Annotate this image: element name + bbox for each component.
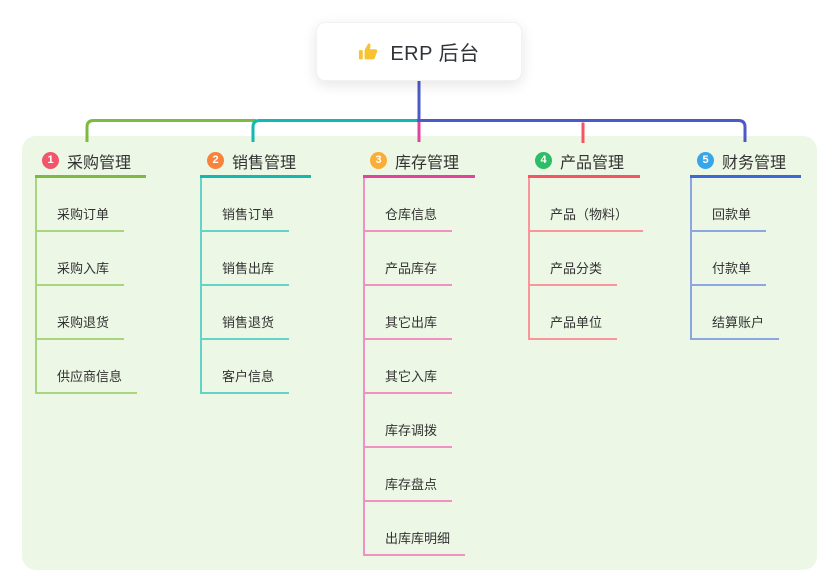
branch-product: 4 产品管理 产品（物料） 产品分类 产品单位	[528, 146, 644, 340]
branch-number-badge: 1	[42, 152, 59, 169]
branch-title: 销售管理	[232, 154, 297, 172]
child-node[interactable]: 采购入库	[35, 232, 146, 286]
child-label: 采购入库	[35, 258, 125, 286]
child-node[interactable]: 产品分类	[528, 232, 640, 286]
child-label: 其它入库	[363, 366, 453, 394]
branch-header[interactable]: 2 销售管理	[200, 146, 311, 178]
branch-connector-line	[200, 178, 202, 394]
branch-children: 仓库信息 产品库存 其它出库 其它入库 库存调拨 库存盘点 出库库明细	[363, 178, 475, 556]
child-node[interactable]: 采购订单	[35, 178, 146, 232]
branch-title: 库存管理	[395, 154, 460, 172]
root-node[interactable]: ERP 后台	[316, 22, 522, 81]
branch-number-badge: 3	[370, 152, 387, 169]
thumbs-up-icon	[359, 42, 378, 59]
child-label: 供应商信息	[35, 366, 138, 394]
child-label: 库存调拨	[363, 420, 453, 448]
branch-header[interactable]: 4 产品管理	[528, 146, 640, 178]
child-node[interactable]: 产品库存	[363, 232, 475, 286]
child-label: 客户信息	[200, 366, 290, 394]
branch-header[interactable]: 3 库存管理	[363, 146, 475, 178]
child-node[interactable]: 库存盘点	[363, 448, 475, 502]
branch-title: 财务管理	[722, 154, 787, 172]
child-node[interactable]: 销售退货	[200, 286, 311, 340]
child-label: 库存盘点	[363, 474, 453, 502]
branch-connector-line	[363, 178, 365, 556]
branch-number-badge: 2	[207, 152, 224, 169]
branch-finance: 5 财务管理 回款单 付款单 结算账户	[690, 146, 801, 340]
child-node[interactable]: 仓库信息	[363, 178, 475, 232]
branch-connector-line	[35, 178, 37, 394]
branch-children: 回款单 付款单 结算账户	[690, 178, 801, 340]
child-node[interactable]: 产品（物料）	[528, 178, 644, 232]
branch-title: 产品管理	[560, 154, 625, 172]
child-node[interactable]: 采购退货	[35, 286, 146, 340]
branch-title: 采购管理	[67, 154, 132, 172]
child-node[interactable]: 出库库明细	[363, 502, 475, 556]
child-label: 回款单	[690, 204, 767, 232]
mindmap-canvas	[22, 136, 817, 570]
branch-sales: 2 销售管理 销售订单 销售出库 销售退货 客户信息	[200, 146, 311, 394]
branch-connector-line	[528, 178, 530, 340]
branch-children: 销售订单 销售出库 销售退货 客户信息	[200, 178, 311, 394]
child-node[interactable]: 付款单	[690, 232, 801, 286]
branch-inventory: 3 库存管理 仓库信息 产品库存 其它出库 其它入库 库存调拨 库存盘点 出库库…	[363, 146, 475, 556]
child-node[interactable]: 库存调拨	[363, 394, 475, 448]
child-node[interactable]: 其它入库	[363, 340, 475, 394]
child-label: 仓库信息	[363, 204, 453, 232]
child-node[interactable]: 供应商信息	[35, 340, 146, 394]
branch-connector-line	[690, 178, 692, 340]
branch-number-badge: 4	[535, 152, 552, 169]
child-label: 出库库明细	[363, 528, 466, 556]
child-node[interactable]: 结算账户	[690, 286, 801, 340]
child-node[interactable]: 产品单位	[528, 286, 640, 340]
child-node[interactable]: 销售出库	[200, 232, 311, 286]
branch-number-badge: 5	[697, 152, 714, 169]
child-label: 采购退货	[35, 312, 125, 340]
branch-children: 采购订单 采购入库 采购退货 供应商信息	[35, 178, 146, 394]
child-label: 产品分类	[528, 258, 618, 286]
child-node[interactable]: 销售订单	[200, 178, 311, 232]
child-label: 结算账户	[690, 312, 780, 340]
child-label: 产品单位	[528, 312, 618, 340]
branch-purchase: 1 采购管理 采购订单 采购入库 采购退货 供应商信息	[35, 146, 146, 394]
branch-children: 产品（物料） 产品分类 产品单位	[528, 178, 644, 340]
child-node[interactable]: 客户信息	[200, 340, 311, 394]
branch-header[interactable]: 5 财务管理	[690, 146, 801, 178]
child-label: 付款单	[690, 258, 767, 286]
child-label: 销售出库	[200, 258, 290, 286]
child-node[interactable]: 其它出库	[363, 286, 475, 340]
branch-header[interactable]: 1 采购管理	[35, 146, 146, 178]
child-node[interactable]: 回款单	[690, 178, 801, 232]
child-label: 其它出库	[363, 312, 453, 340]
child-label: 产品库存	[363, 258, 453, 286]
child-label: 产品（物料）	[528, 204, 644, 232]
child-label: 销售订单	[200, 204, 290, 232]
child-label: 销售退货	[200, 312, 290, 340]
root-node-title: ERP 后台	[390, 43, 480, 65]
child-label: 采购订单	[35, 204, 125, 232]
